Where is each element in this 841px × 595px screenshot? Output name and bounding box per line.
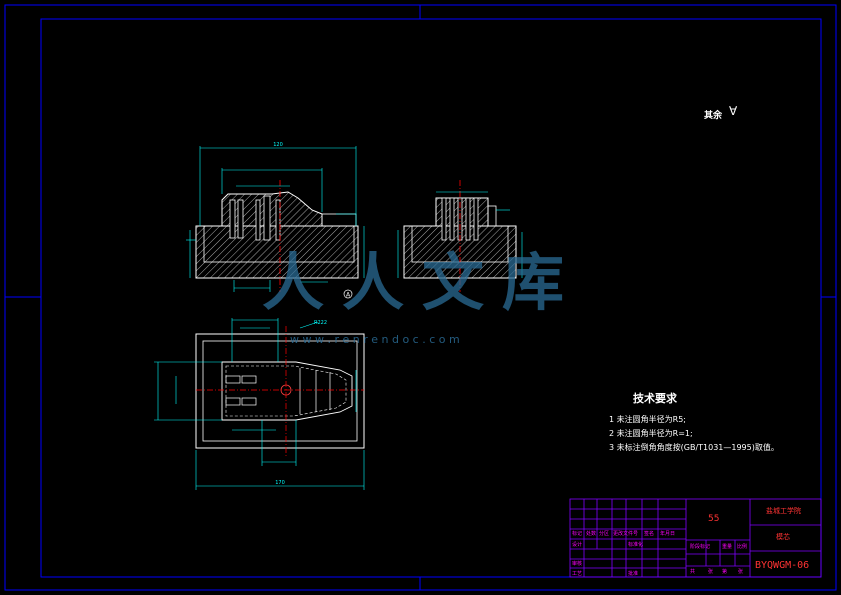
title-block [569, 498, 822, 578]
dim-overall-width: 120 [273, 142, 283, 148]
tech-requirement-item: 1 未注圆角半径为R5; [609, 415, 686, 424]
tb-label: 重量 [722, 544, 733, 550]
tech-requirements-title: 技术要求 [633, 392, 677, 405]
tb-label: 批准 [628, 571, 639, 577]
tb-label: 第 [722, 569, 728, 575]
tb-label: 比例 [737, 544, 748, 550]
part-number: 55 [708, 514, 720, 524]
tb-label: 工艺 [572, 571, 583, 577]
tb-label: 标记 [572, 531, 583, 537]
front-section-view: 120 A [186, 142, 365, 299]
section-marker-a: A [346, 292, 351, 299]
tb-label: 年月日 [660, 531, 676, 537]
dim-plan-width: 170 [275, 480, 285, 486]
tb-label: 共 [690, 569, 696, 575]
plan-view: 170 R222 [154, 318, 365, 490]
tb-label: 设计 [572, 542, 583, 548]
surface-note-label: 其余 [704, 111, 723, 121]
school-name: 盐城工学院 [766, 507, 801, 515]
tech-requirement-item: 3 未标注倒角角度按(GB/T1031—1995)取值。 [609, 443, 779, 452]
tb-label: 张 [738, 569, 744, 575]
side-section-view [397, 180, 523, 292]
tb-label: 阶段标记 [690, 544, 711, 550]
tb-label: 审核 [572, 561, 583, 567]
watermark-logo: 人人文库 [262, 246, 583, 319]
tech-requirement-item: 2 未注圆角半径为R=1; [609, 429, 693, 438]
tb-label: 分区 [599, 531, 610, 537]
tb-label: 张 [708, 569, 714, 575]
centering-marks [5, 5, 836, 590]
drawing-name: 模芯 [776, 533, 790, 541]
tb-label: 标准化 [628, 542, 644, 548]
drawing-code: BYQWGM-06 [755, 560, 810, 571]
roughness-icon: ∀ [729, 104, 738, 118]
tb-label: 更改文件号 [613, 531, 639, 537]
tb-label: 处数 [586, 531, 597, 537]
tb-label: 签名 [644, 531, 655, 537]
radius-label: R222 [314, 320, 327, 326]
watermark-url: w w w . r e n r e n d o c . c o m [290, 333, 460, 346]
inner-frame [40, 18, 822, 578]
